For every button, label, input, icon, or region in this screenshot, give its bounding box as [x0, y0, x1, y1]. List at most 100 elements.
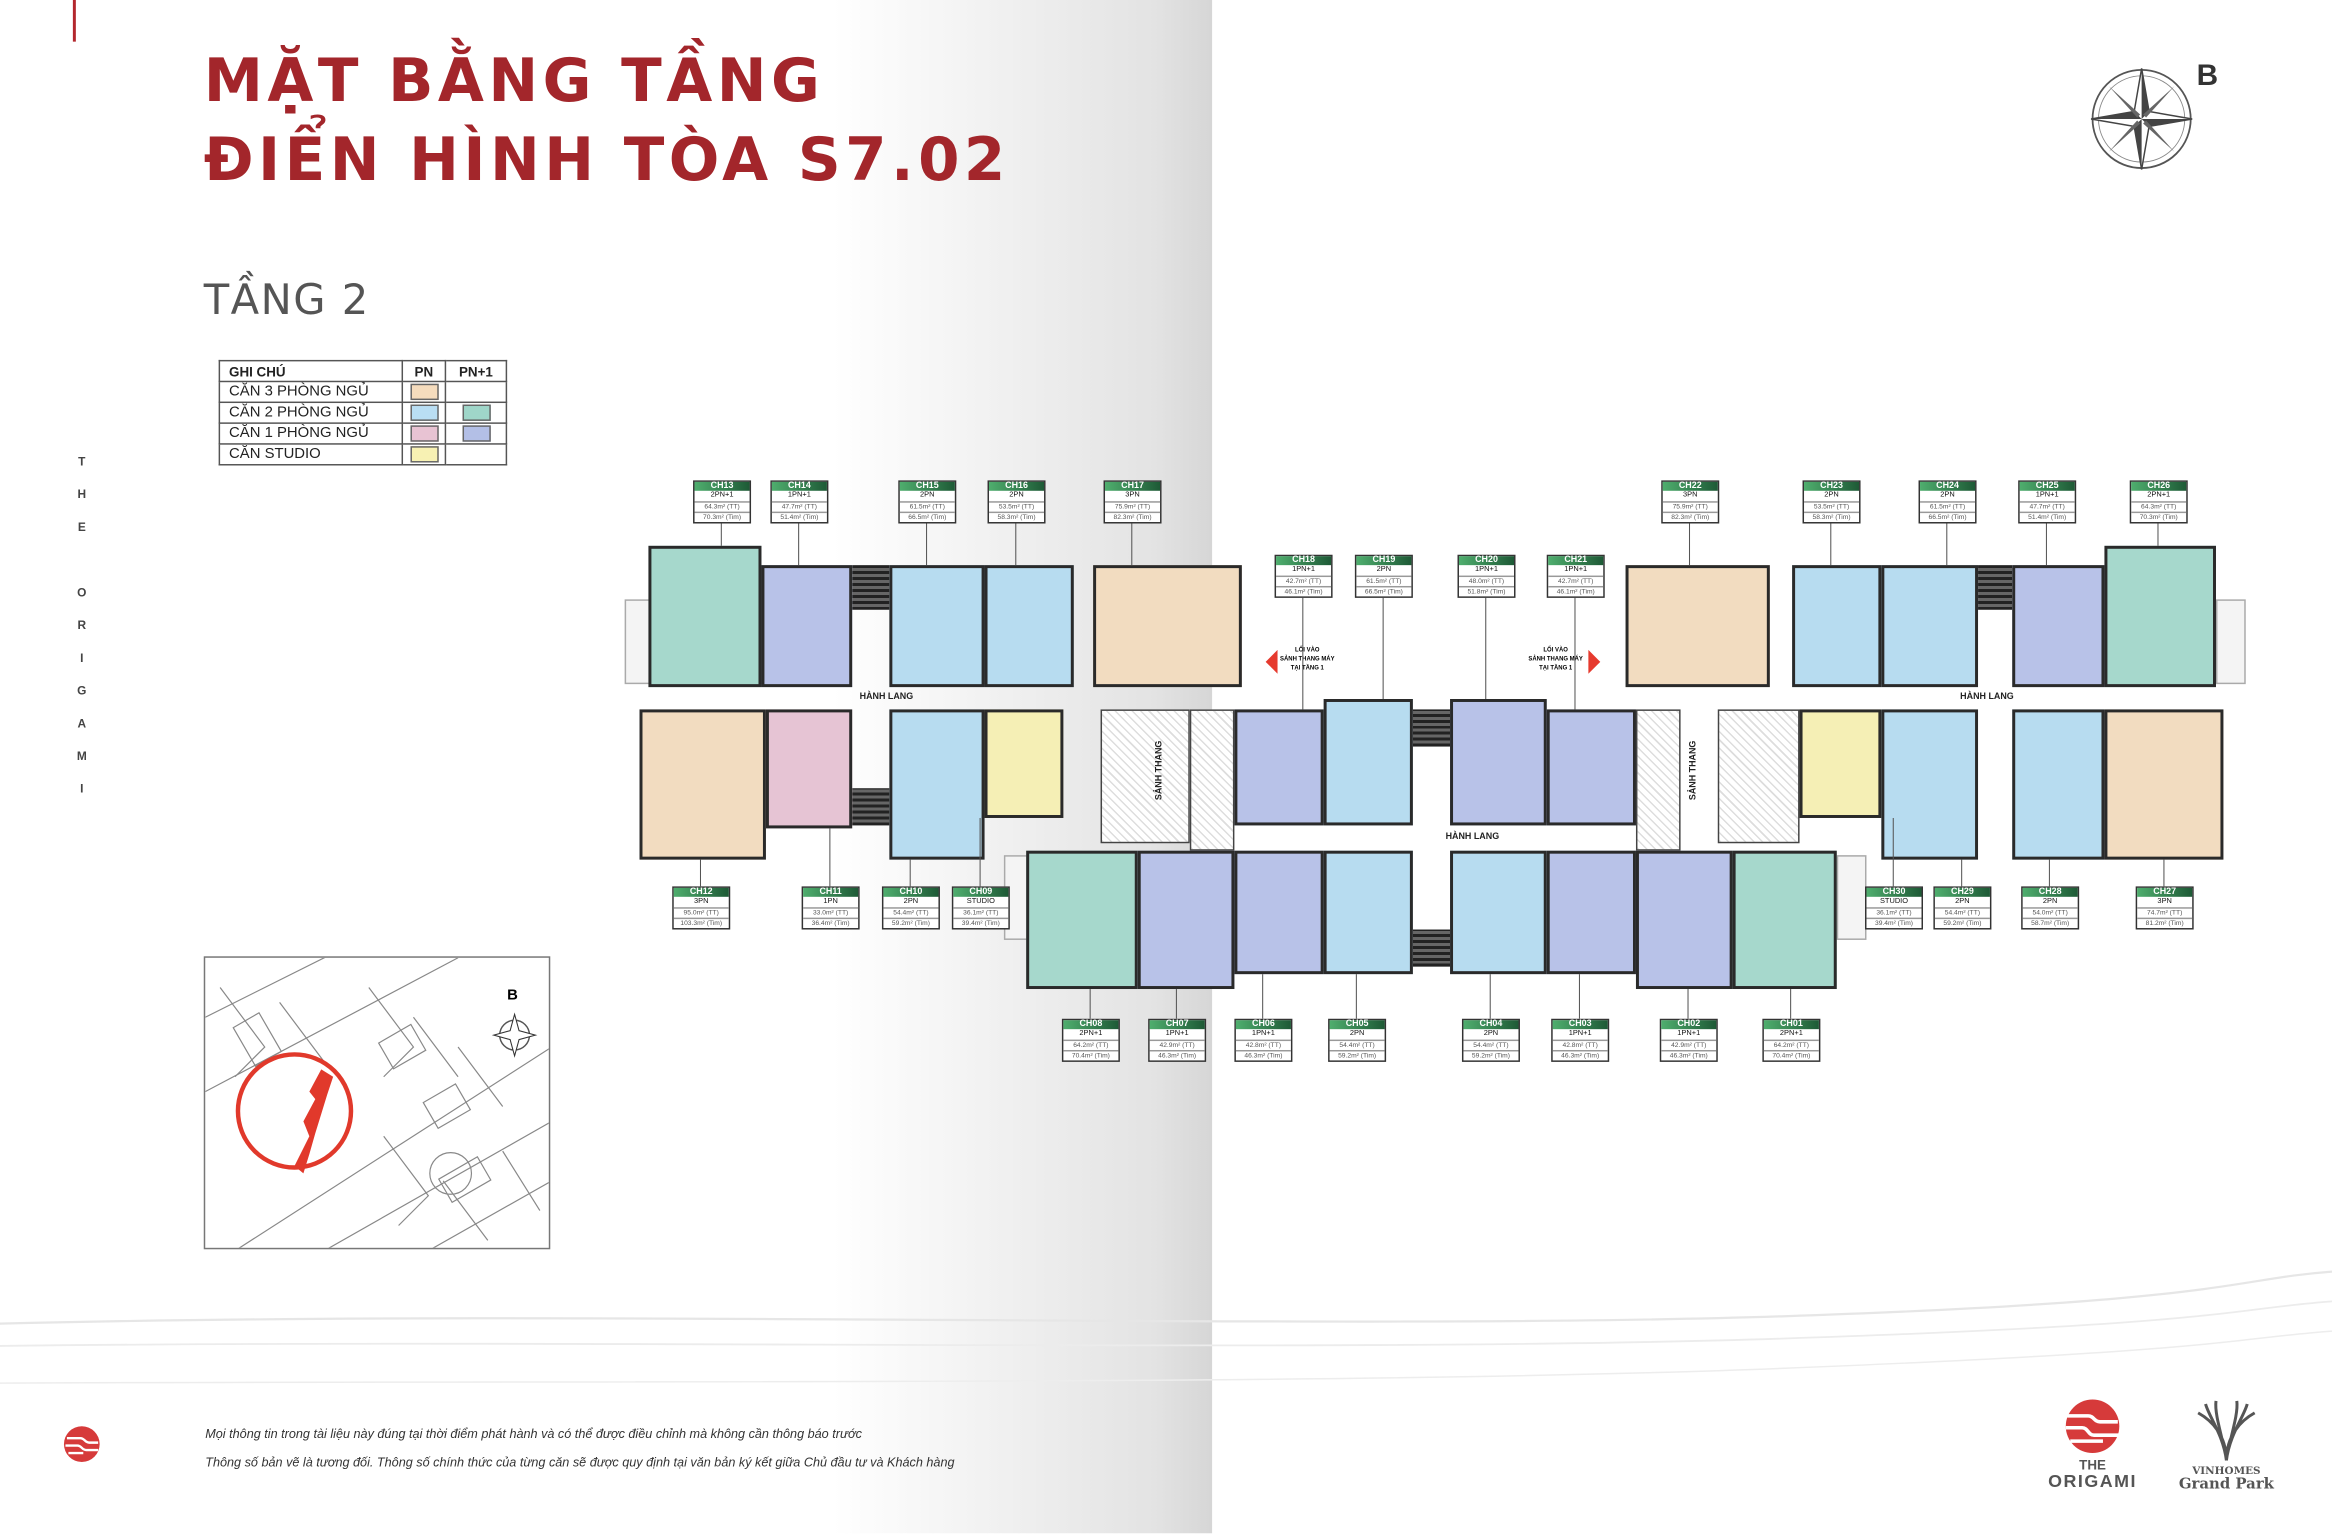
- page-title-line2: ĐIỂN HÌNH TÒA S7.02: [203, 126, 1010, 195]
- apartment-unit-ch10[interactable]: [889, 709, 985, 860]
- accent-line: [72, 0, 76, 42]
- unit-type: 1PN+1: [1661, 1030, 1717, 1041]
- corridor-label: HÀNH LANG: [1445, 832, 1500, 842]
- origami-small-logo-icon: [63, 1426, 100, 1462]
- unit-code: CH04: [1463, 1020, 1519, 1030]
- staircase: [1978, 565, 2013, 610]
- apartment-unit-ch06[interactable]: [1234, 850, 1324, 975]
- decorative-wave-lines: [0, 1270, 2332, 1384]
- apartment-unit-ch11[interactable]: [765, 709, 853, 829]
- unit-area-tt: 54.4m² (TT): [1329, 1040, 1385, 1052]
- unit-code: CH09: [953, 887, 1009, 898]
- unit-area-tim: 36.4m² (Tim): [811, 918, 850, 927]
- apartment-unit-ch22[interactable]: [1625, 565, 1770, 688]
- unit-type: 2PN+1: [2131, 491, 2187, 503]
- apartment-unit-ch07[interactable]: [1137, 850, 1235, 990]
- unit-type: 2PN+1: [1063, 1030, 1119, 1041]
- minimap-north-label: B: [507, 987, 518, 1004]
- unit-type: 3PN: [2137, 897, 2193, 909]
- unit-code: CH26: [2131, 481, 2187, 492]
- unit-area-tim: 66.5m² (Tim): [908, 512, 947, 521]
- apartment-unit-ch29[interactable]: [1881, 709, 1979, 860]
- unit-type: 2PN: [1920, 491, 1976, 503]
- apartment-unit-ch19[interactable]: [1323, 699, 1413, 826]
- apartment-unit-ch30[interactable]: [1799, 709, 1882, 818]
- unit-type: STUDIO: [1866, 897, 1922, 909]
- unit-area-tim: 70.4m² (Tim): [1772, 1051, 1811, 1059]
- unit-area-tim: 46.3m² (Tim): [1669, 1051, 1708, 1059]
- unit-type: 3PN: [673, 897, 729, 909]
- apartment-unit-ch15[interactable]: [889, 565, 985, 688]
- apartment-unit-ch21[interactable]: [1546, 709, 1636, 826]
- unit-type: STUDIO: [953, 897, 1009, 909]
- apartment-unit-ch24[interactable]: [1881, 565, 1979, 688]
- entry-note-line: SẢNH THANG MÁY: [1280, 654, 1335, 662]
- unit-area-tim: 70.4m² (Tim): [1071, 1051, 1110, 1059]
- unit-area-tt: 61.5m² (TT): [1356, 576, 1412, 588]
- unit-type: 2PN+1: [694, 491, 750, 503]
- apartment-unit-ch16[interactable]: [984, 565, 1074, 688]
- unit-area-tt: 54.4m² (TT): [883, 908, 939, 919]
- elevator-core: [1635, 709, 1681, 851]
- unit-code: CH18: [1276, 556, 1332, 566]
- unit-code: CH15: [899, 481, 955, 492]
- apartment-unit-ch02[interactable]: [1635, 850, 1733, 990]
- unit-area-tt: 36.1m² (TT): [953, 908, 1009, 919]
- unit-area-tim: 46.3m² (Tim): [1561, 1051, 1600, 1059]
- unit-area-tt: 48.0m² (TT): [1458, 576, 1515, 588]
- apartment-unit-ch05[interactable]: [1323, 850, 1413, 975]
- apartment-unit-ch20[interactable]: [1450, 699, 1547, 826]
- minimap-compass-icon: [491, 1012, 538, 1058]
- apartment-unit-ch26[interactable]: [2104, 545, 2216, 688]
- apartment-unit-ch28[interactable]: [2012, 709, 2105, 860]
- apartment-unit-ch17[interactable]: [1093, 565, 1242, 688]
- apartment-unit-ch12[interactable]: [639, 709, 766, 860]
- apartment-unit-ch09[interactable]: [984, 709, 1064, 818]
- apartment-unit-ch23[interactable]: [1792, 565, 1882, 688]
- staircase: [852, 565, 890, 610]
- apartment-unit-ch01[interactable]: [1732, 850, 1837, 990]
- unit-area-tt: 54.4m² (TT): [1463, 1040, 1519, 1052]
- unit-area-tim: 39.4m² (Tim): [1874, 918, 1914, 927]
- unit-type: 2PN: [2022, 897, 2078, 909]
- unit-code: CH02: [1661, 1020, 1717, 1030]
- unit-area-tim: 70.3m² (Tim): [2139, 512, 2178, 521]
- unit-code: CH21: [1548, 556, 1604, 566]
- apartment-unit-ch08[interactable]: [1026, 850, 1138, 990]
- side-brand-letter: G: [77, 684, 87, 698]
- unit-code: CH05: [1329, 1020, 1385, 1030]
- unit-code: CH20: [1458, 556, 1515, 566]
- unit-area-tt: 33.0m² (TT): [803, 908, 859, 919]
- unit-code: CH28: [2022, 887, 2078, 898]
- unit-code: CH29: [1934, 887, 1990, 898]
- unit-area-tt: 95.0m² (TT): [673, 908, 729, 919]
- apartment-unit-ch13[interactable]: [648, 545, 762, 688]
- apartment-unit-ch25[interactable]: [2012, 565, 2105, 688]
- legend-color-swatch: [409, 446, 438, 463]
- apartment-unit-ch03[interactable]: [1546, 850, 1636, 975]
- apartment-unit-ch04[interactable]: [1450, 850, 1547, 975]
- compass-icon: [2090, 68, 2193, 170]
- apartment-unit-ch14[interactable]: [761, 565, 853, 688]
- unit-area-tt: 54.0m² (TT): [2022, 908, 2078, 919]
- page-title-line1: MẶT BẰNG TẦNG: [203, 47, 825, 117]
- unit-type: 2PN: [883, 897, 939, 909]
- apartment-unit-ch18[interactable]: [1234, 709, 1324, 826]
- apartment-unit-ch27[interactable]: [2104, 709, 2224, 860]
- unit-area-tt: 64.3m² (TT): [2131, 502, 2187, 513]
- side-brand-letter: T: [78, 455, 86, 469]
- unit-area-tim: 58.3m² (Tim): [1812, 512, 1851, 521]
